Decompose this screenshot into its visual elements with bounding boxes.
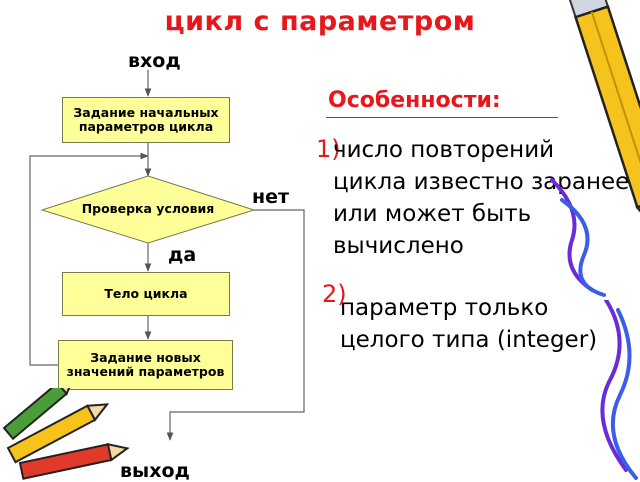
condition-label: Проверка условия	[81, 201, 215, 216]
exit-label: выход	[120, 460, 190, 482]
features-title: Особенности:	[328, 88, 501, 113]
init-params-box: Задание начальных параметров цикла	[62, 97, 230, 143]
yes-label: да	[168, 244, 197, 266]
feature-2-number: 2)	[322, 280, 347, 308]
features-underline	[326, 117, 558, 118]
enter-label: вход	[128, 50, 181, 72]
crayons-icon	[2, 388, 130, 480]
feature-2-text: параметр только целого типа (integer)	[340, 295, 598, 353]
loop-back-line	[29, 152, 149, 366]
pencil-icon	[550, 0, 640, 297]
feature-1-text: число повторений цикла известно заранее …	[333, 137, 630, 259]
new-params-box: Задание новых значений параметров	[58, 340, 233, 390]
no-label: нет	[252, 186, 290, 208]
condition-diamond	[40, 175, 256, 244]
loop-body-box: Тело цикла	[62, 272, 230, 316]
squiggle-lines	[600, 300, 638, 480]
exit-line	[166, 209, 305, 441]
page-title: цикл с параметром	[164, 6, 476, 37]
